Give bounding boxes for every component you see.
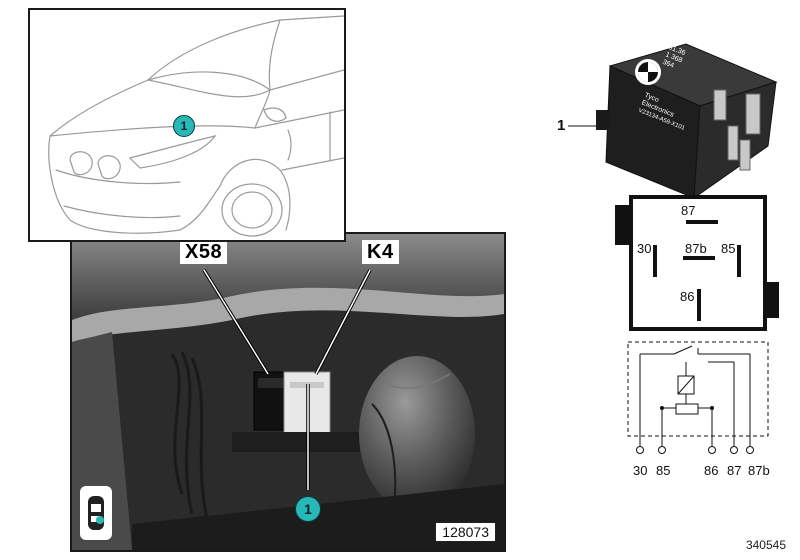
- part-number-label: 1: [557, 117, 566, 134]
- callout-marker-1: 1: [173, 115, 195, 137]
- circuit-pin-label: 30: [633, 463, 648, 478]
- circuit-pin-label: 86: [704, 463, 719, 478]
- car-top-view-icon: [88, 496, 104, 530]
- vehicle-position-icon: [80, 486, 112, 540]
- relay-pin-layout: 87 30 87b 85 86: [629, 195, 767, 331]
- pin-label-87: 87: [681, 203, 696, 218]
- pin-87-blade: [686, 220, 718, 224]
- callout-marker-1-photo: 1: [295, 496, 321, 522]
- pin-30-blade: [653, 245, 657, 277]
- pin-label-87b: 87b: [685, 241, 707, 256]
- connector-label-k4: K4: [362, 240, 399, 264]
- connector-label-x58: X58: [180, 240, 228, 264]
- relay-image: 61.36 1 368 364 Tyco Electronics V23134-…: [596, 30, 786, 200]
- diagram-number: 128073: [435, 522, 496, 542]
- pin-label-30: 30: [637, 241, 652, 256]
- pin-box-latch-left: [615, 205, 629, 245]
- installation-photo: X58 K4 1 128073: [70, 232, 506, 552]
- pin-label-85: 85: [721, 241, 736, 256]
- photo-illustration: [72, 234, 504, 550]
- pin-87b-blade: [683, 256, 715, 260]
- pin-85-blade: [737, 245, 741, 277]
- pin-86-blade: [697, 289, 701, 321]
- relay-body: [596, 43, 778, 200]
- circuit-pin-label: 85: [656, 463, 671, 478]
- reference-number: 340545: [745, 538, 786, 552]
- relay-circuit-schematic: [627, 341, 769, 454]
- pin-box-latch-right: [767, 282, 779, 318]
- pin-label-86: 86: [680, 289, 695, 304]
- circuit-pin-label: 87b: [748, 463, 770, 478]
- car-outline-drawing: [48, 15, 344, 237]
- vehicle-location-inset: 1: [28, 8, 346, 242]
- circuit-pin-label: 87: [727, 463, 742, 478]
